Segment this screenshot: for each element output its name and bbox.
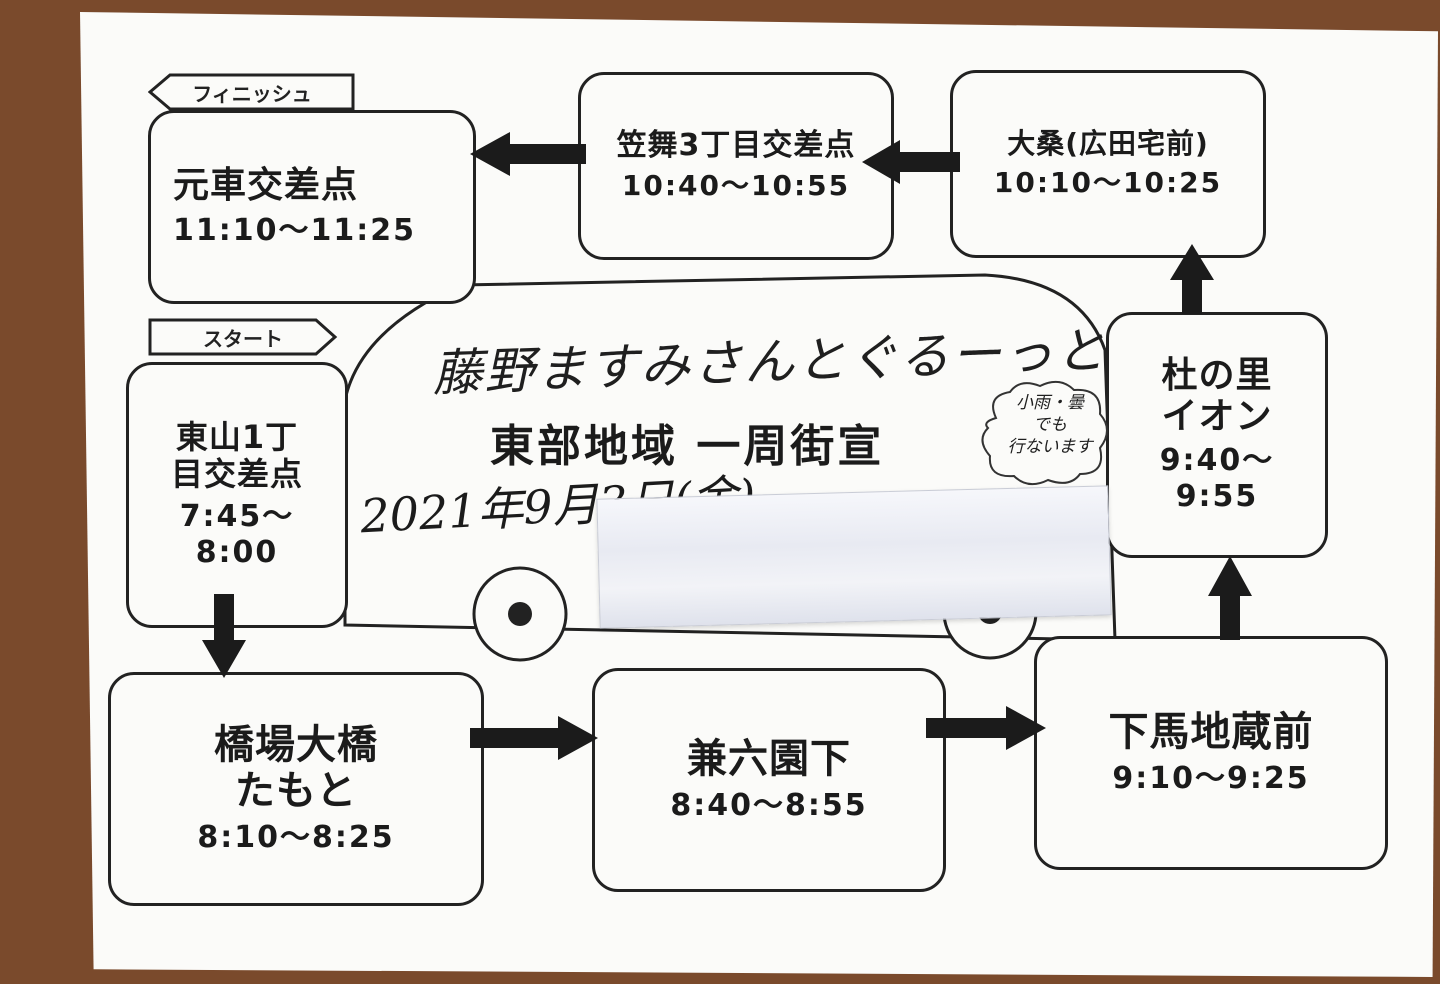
- arrow-down-icon: [202, 594, 246, 678]
- finish-tag-label: フィニッシュ: [192, 81, 312, 106]
- stop-name: 大桑(広田宅前): [1007, 127, 1209, 161]
- stop-hashiba: 橋場大橋 たもと 8:10～8:25: [108, 672, 484, 906]
- start-tag-label: スタート: [203, 326, 283, 351]
- stop-time: 10:40～10:55: [621, 169, 851, 203]
- stop-time: 11:10～11:25: [173, 212, 416, 248]
- arrow-up-icon: [1208, 556, 1252, 640]
- stop-kasamai: 笠舞3丁目交差点 10:40～10:55: [578, 72, 894, 260]
- stop-name: 下馬地蔵前: [1108, 709, 1314, 755]
- stop-name: 元車交差点: [173, 165, 359, 207]
- weather-note: 小雨・曇 でも 行ないます: [1007, 393, 1093, 458]
- stop-shimouma: 下馬地蔵前 9:10～9:25: [1034, 636, 1388, 870]
- cloud-bubble: [981, 380, 1108, 486]
- stop-time: 7:45～ 8:00: [179, 498, 295, 570]
- stop-name: 東山1丁 目交差点: [170, 418, 303, 493]
- stop-time: 9:10～9:25: [1112, 761, 1310, 796]
- stop-name: 兼六園下: [687, 736, 851, 782]
- arrow-right-icon: [926, 706, 1046, 750]
- stop-time: 8:40～8:55: [670, 788, 868, 823]
- stop-time: 9:40～ 9:55: [1159, 443, 1275, 515]
- stop-name: 杜の里 イオン: [1161, 354, 1273, 437]
- arrow-left-icon: [470, 132, 586, 176]
- stop-name: 橋場大橋 たもと: [214, 722, 378, 814]
- arrow-right-icon: [470, 716, 598, 760]
- stop-okuwa: 大桑(広田宅前) 10:10～10:25: [950, 70, 1266, 258]
- start-tag: スタート: [148, 318, 338, 356]
- stop-name: 笠舞3丁目交差点: [616, 127, 856, 163]
- stop-morinosato: 杜の里 イオン 9:40～ 9:55: [1106, 312, 1328, 558]
- paper-sticker: [596, 485, 1112, 629]
- stop-motoguruma: 元車交差点 11:10～11:25: [148, 110, 476, 304]
- arrow-up-icon: [1170, 244, 1214, 314]
- stop-time: 8:10～8:25: [197, 820, 395, 855]
- stop-higashiyama: 東山1丁 目交差点 7:45～ 8:00: [126, 362, 348, 628]
- finish-tag: フィニッシュ: [148, 73, 356, 111]
- arrow-left-icon: [862, 140, 960, 184]
- main-title: 東部地域 一周街宣: [490, 421, 885, 472]
- stop-kenrokuen: 兼六園下 8:40～8:55: [592, 668, 946, 892]
- stop-time: 10:10～10:25: [993, 166, 1223, 200]
